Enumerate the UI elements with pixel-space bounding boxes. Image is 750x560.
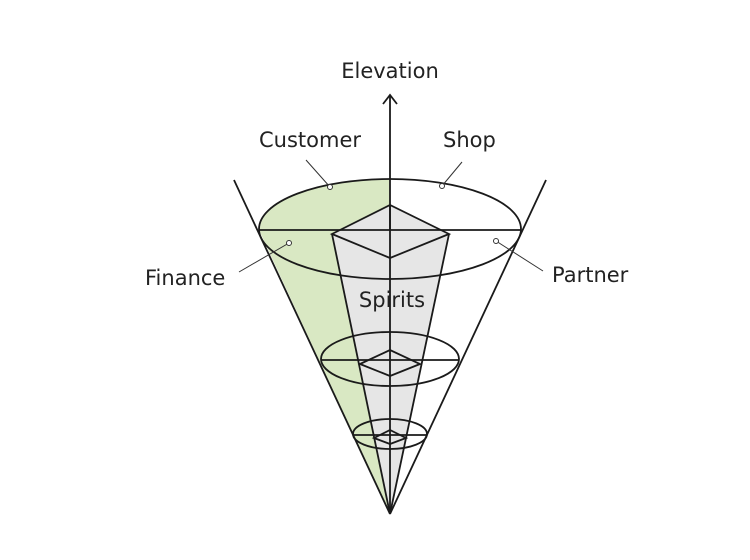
spirits-label: Spirits bbox=[359, 288, 425, 312]
finance-leader-dot bbox=[286, 240, 292, 246]
shop-leader bbox=[441, 161, 463, 187]
finance-leader bbox=[238, 242, 290, 273]
partner-label: Partner bbox=[552, 263, 629, 287]
middle-cross-section bbox=[320, 331, 460, 387]
partner-leader bbox=[495, 240, 544, 272]
bottom-cross-section bbox=[352, 418, 428, 450]
finance-label: Finance bbox=[145, 266, 225, 290]
shop-leader-dot bbox=[439, 183, 445, 189]
customer-label: Customer bbox=[259, 128, 361, 152]
inner-left-edge bbox=[331, 233, 391, 515]
elevation-label: Elevation bbox=[341, 59, 439, 83]
elevation-arrowhead bbox=[382, 93, 398, 105]
bottom-diamond bbox=[371, 428, 409, 445]
customer-leader-dot bbox=[327, 184, 333, 190]
partner-leader-dot bbox=[493, 238, 499, 244]
customer-leader bbox=[305, 159, 331, 188]
middle-diamond bbox=[357, 349, 423, 377]
inner-right-edge bbox=[389, 233, 450, 515]
shop-label: Shop bbox=[443, 128, 496, 152]
